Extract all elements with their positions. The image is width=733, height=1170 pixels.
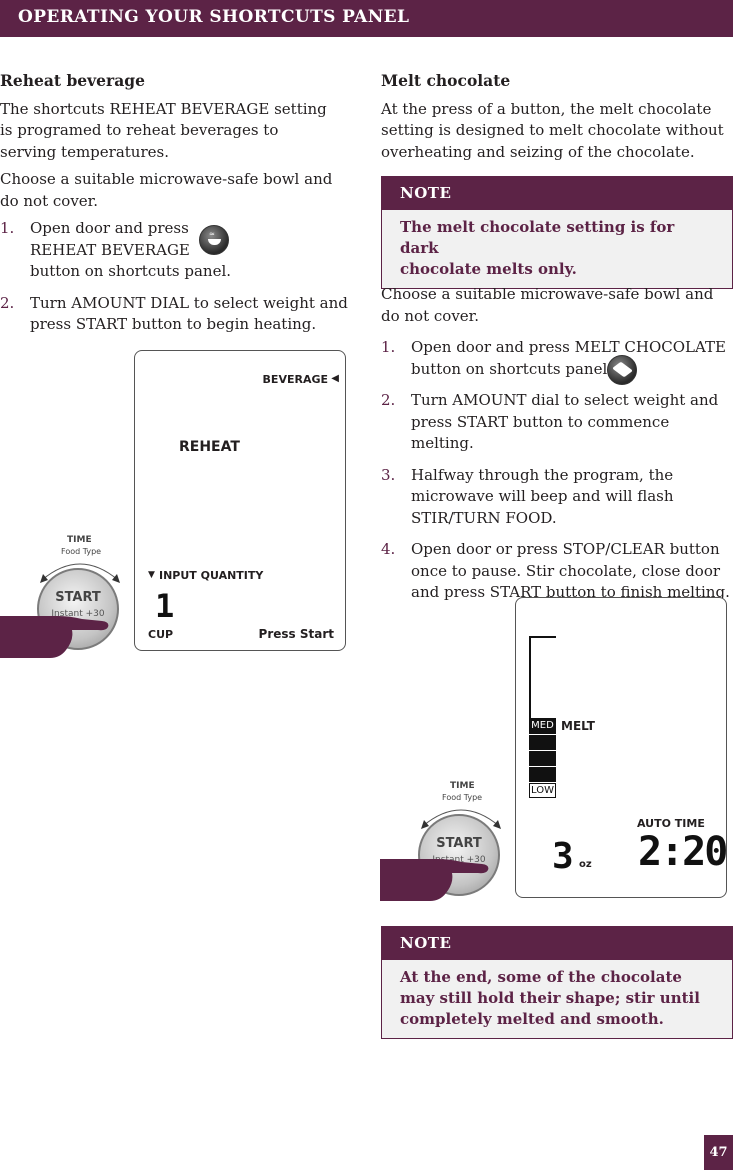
melt-intro: At the press of a button, the melt choco…: [381, 99, 724, 161]
melt-steps: Choose a suitable microwave-safe bowl an…: [381, 284, 733, 613]
reheat-beverage-button-icon: ≈: [199, 225, 229, 255]
triangle-left-icon: ◀: [331, 373, 339, 384]
display-input-quantity: INPUT QUANTITY: [159, 569, 264, 582]
reheat-step-2: 2. Turn AMOUNT DIAL to select weight and…: [0, 293, 348, 334]
display-press-start: Press Start: [258, 627, 334, 641]
reheat-beverage-section: Reheat beverage The shortcuts REHEAT BEV…: [0, 70, 350, 345]
display-low-label: LOW: [529, 783, 556, 798]
knob-arc-arrows: [40, 563, 120, 583]
melt-chocolate-button-icon: [607, 355, 637, 385]
melt-chocolate-section: Melt chocolate At the press of a button,…: [381, 70, 733, 169]
knob-instant-label: Instant +30: [432, 855, 486, 865]
display-auto-time-label: AUTO TIME: [637, 817, 705, 830]
section-header: OPERATING YOUR SHORTCUTS PANEL: [0, 0, 733, 37]
level-block-1: [529, 735, 556, 750]
display-unit-oz: oz: [579, 859, 592, 870]
display-weight-digit: 3: [552, 836, 574, 877]
melt-step-4: 4. Open door or press STOP/CLEAR button …: [381, 540, 730, 601]
display-reheat-label: REHEAT: [179, 439, 240, 455]
level-block-2: [529, 751, 556, 766]
display-digit: 1: [155, 587, 175, 625]
reheat-title: Reheat beverage: [0, 71, 145, 90]
melt-display: MED MELT LOW AUTO TIME 3 oz 2:20: [515, 597, 728, 898]
header-title: OPERATING YOUR SHORTCUTS PANEL: [18, 7, 410, 27]
melt-title: Melt chocolate: [381, 71, 511, 90]
note-1-body: The melt chocolate setting is for dark c…: [382, 210, 732, 288]
level-bar-side: [529, 636, 531, 718]
knob-instant-label: Instant +30: [51, 609, 105, 619]
melt-step-3: 3. Halfway through the program, the micr…: [381, 465, 674, 527]
display-melt-label: MELT: [561, 719, 595, 733]
melt-note-2: NOTE At the end, some of the chocolate m…: [381, 926, 733, 1039]
knob-food-type-label: Food Type: [61, 547, 102, 556]
pointing-hand-icon: [0, 616, 109, 658]
display-unit-cup: CUP: [148, 628, 174, 641]
level-block-3: [529, 767, 556, 782]
melt-step-1: 1. Open door and press MELT CHOCOLATE bu…: [381, 338, 726, 378]
page-number: 47: [704, 1135, 733, 1170]
note-2-heading: NOTE: [382, 927, 732, 960]
note-2-body: At the end, some of the chocolate may st…: [382, 960, 732, 1038]
display-med-label: MED: [529, 718, 556, 734]
reheat-bowl-instruction: Choose a suitable microwave-safe bowl an…: [0, 170, 333, 210]
knob-start-label: START: [55, 590, 101, 605]
melt-step-2: 2. Turn AMOUNT dial to select weight and…: [381, 391, 719, 452]
reheat-display: BEVERAGE ◀ REHEAT ▼ INPUT QUANTITY 1 CUP…: [134, 350, 346, 651]
reheat-intro: The shortcuts REHEAT BEVERAGE setting is…: [0, 99, 327, 161]
knob-arc-arrows: [421, 809, 501, 829]
melt-note-1: NOTE The melt chocolate setting is for d…: [381, 176, 733, 289]
knob-time-label: TIME: [67, 535, 92, 545]
note-1-heading: NOTE: [382, 177, 732, 210]
display-beverage-label: BEVERAGE: [262, 373, 328, 386]
knob-start-label: START: [436, 836, 482, 851]
melt-bowl-instruction: Choose a suitable microwave-safe bowl an…: [381, 285, 714, 325]
pointing-hand-icon: [380, 859, 489, 901]
reheat-step-1: 1. Open door and press REHEAT BEVERAGE b…: [0, 219, 232, 280]
knob-food-type-label: Food Type: [442, 793, 483, 802]
display-time-digits: 2:20: [638, 829, 728, 875]
triangle-down-icon: ▼: [148, 570, 155, 580]
level-bar-top: [529, 636, 556, 638]
knob-time-label: TIME: [450, 781, 475, 791]
